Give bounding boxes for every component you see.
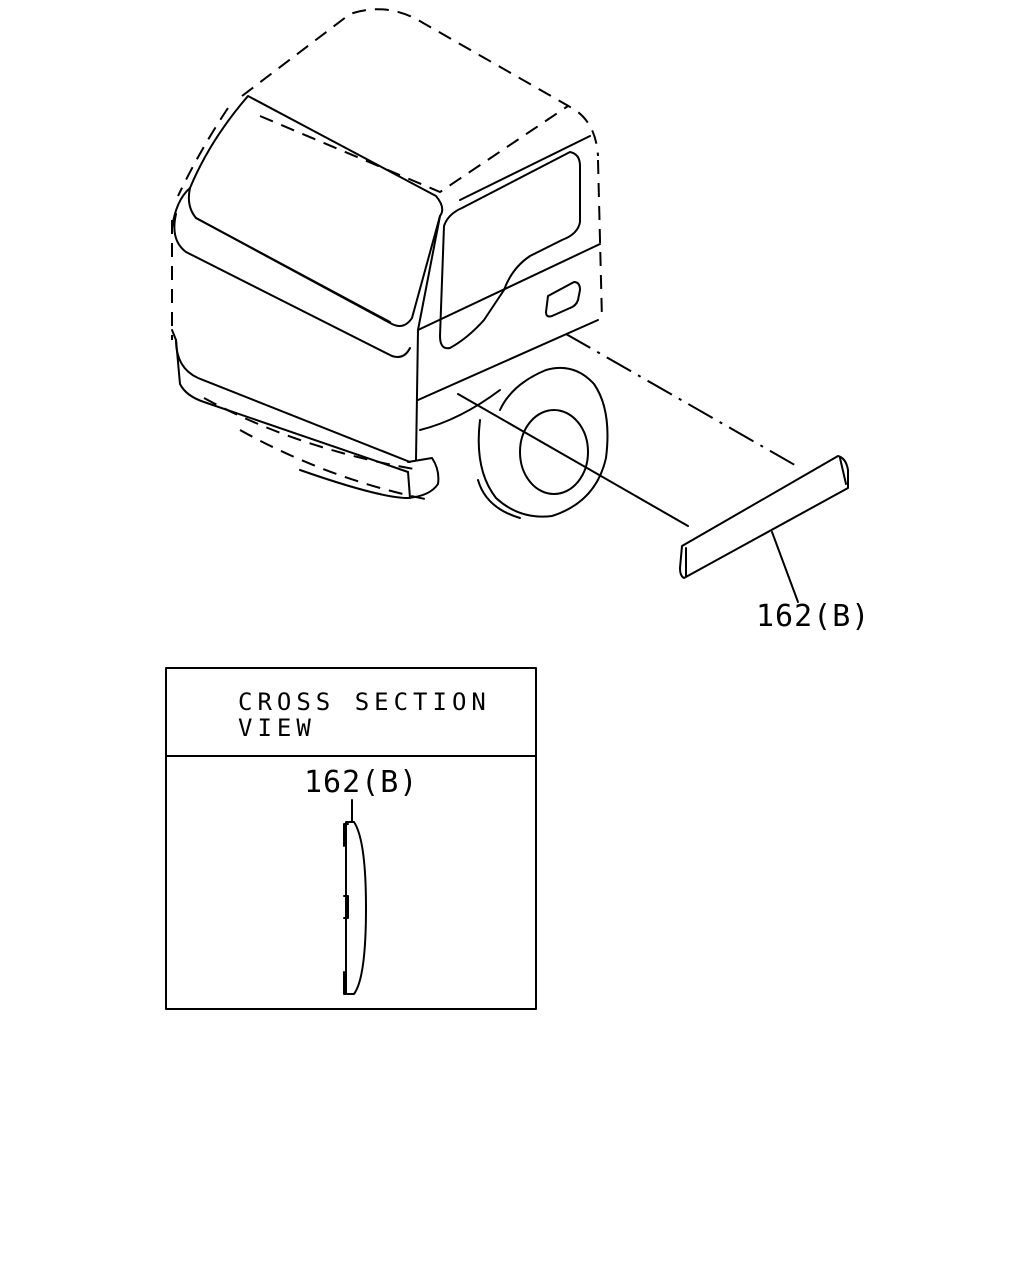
wheel — [477, 366, 609, 519]
part-callout-main: 162(B) — [756, 599, 871, 634]
cross-section-title-line-1: CROSS SECTION — [238, 688, 491, 716]
cab-door — [417, 135, 601, 431]
cab-front — [171, 187, 441, 499]
cross-section-title-line-2: VIEW — [238, 714, 316, 742]
moulding-cross-section-profile — [343, 799, 367, 995]
exploded-leader-lines — [457, 333, 801, 527]
part-callout-cross-section: 162(B) — [304, 765, 419, 800]
